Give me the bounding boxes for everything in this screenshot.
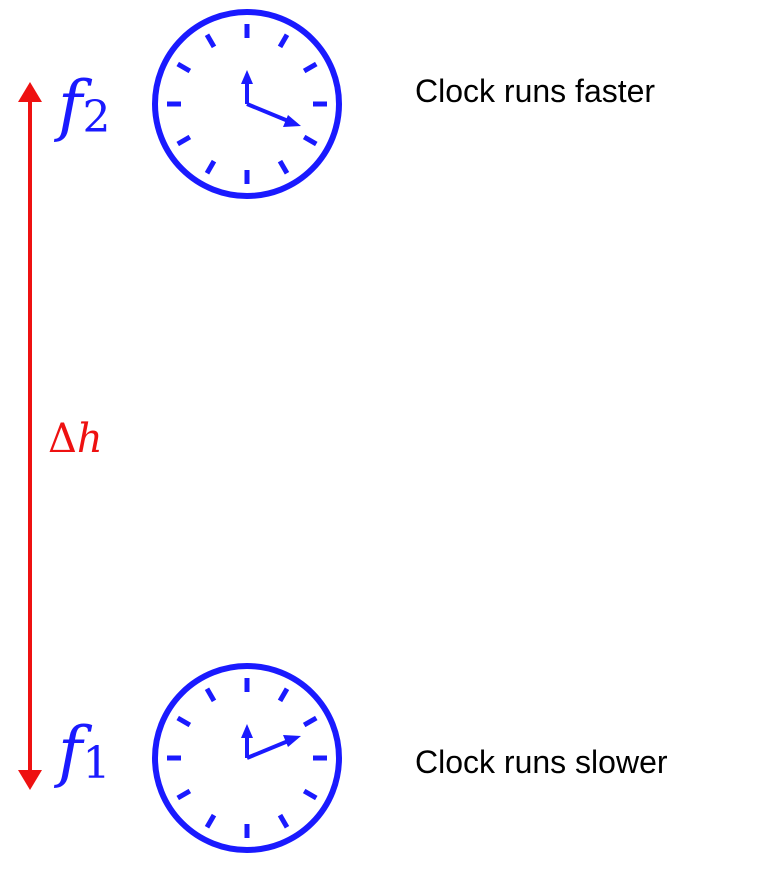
clock-tick [204,687,217,703]
minute-hand-top [246,102,288,123]
hour-hand-arrow-top [241,70,253,84]
clock-face-top [152,9,342,199]
clock-tick [176,715,192,728]
clock-tick [176,61,192,74]
frequency-subscript-top: 2 [82,92,110,143]
clock-ticks-bottom [167,678,327,838]
clock-tick [204,813,217,829]
caption-top: Clock runs faster [415,73,655,109]
frequency-label-bottom: f1 [53,713,110,790]
clock-tick [277,159,290,175]
clock-tick [302,715,318,728]
height-variable: h [77,416,103,462]
clock-icon [152,663,342,853]
clock-tick [302,788,318,801]
clock-face-bottom [152,663,342,853]
clock-tick [176,788,192,801]
clock-tick [204,33,217,49]
minute-hand-arrow-top [283,115,301,127]
clock-ticks-top [167,24,327,184]
height-difference-arrow [18,82,42,790]
clock-icon [152,9,342,199]
clock-tick [277,813,290,829]
clock-tick [277,33,290,49]
minute-hand-arrow-bottom [283,735,301,747]
height-difference-label: Δh [48,416,103,462]
delta-symbol: Δ [48,416,77,462]
clock-tick [302,134,318,147]
frequency-label-top: f2 [53,67,110,144]
clock-tick [176,134,192,147]
clock-tick [204,159,217,175]
clock-tick [302,61,318,74]
frequency-subscript-bottom: 1 [82,738,110,789]
clock-tick [277,687,290,703]
arrow-head-bottom [18,770,42,790]
minute-hand-bottom [246,739,288,760]
arrow-head-top [18,82,42,102]
caption-bottom: Clock runs slower [415,744,668,780]
hour-hand-arrow-bottom [241,724,253,738]
